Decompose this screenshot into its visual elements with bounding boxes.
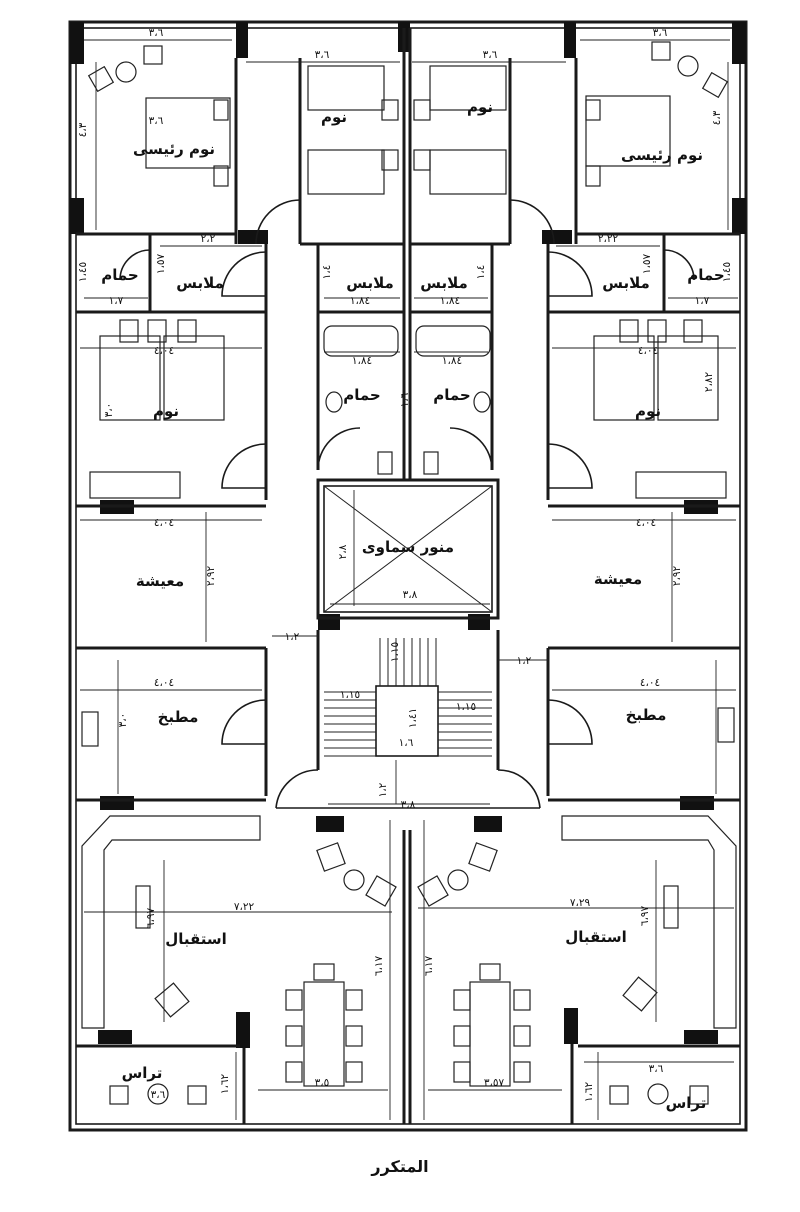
label-terrace-left: تراس	[122, 1064, 163, 1082]
label-closet-left: ملابس	[176, 274, 224, 292]
label-bathroom-center-right: حمام	[433, 386, 471, 404]
dimension-lines	[80, 39, 738, 1120]
dim-label: ١،٦	[399, 737, 414, 749]
room-labels: نوم رئيسى نوم رئيسى نوم نوم حمام ملابس م…	[101, 98, 725, 1112]
dim-label: ٤،٠٤	[636, 517, 656, 529]
dim-label: ١،٥٧	[641, 253, 653, 274]
label-living-right: معيشة	[594, 570, 642, 588]
dim-label: ٣،٦	[149, 27, 164, 39]
dim-label: ١،٧	[695, 295, 710, 307]
label-closet-right: ملابس	[602, 274, 650, 292]
dim-label: ١،٦	[399, 392, 411, 407]
label-closet-center-right: ملابس	[420, 274, 468, 292]
label-skylight: منور سماوى	[362, 538, 454, 556]
label-closet-center-left: ملابس	[346, 274, 394, 292]
label-reception-right: استقبال	[565, 928, 627, 946]
label-bathroom-center-left: حمام	[343, 386, 381, 404]
columns	[70, 22, 746, 1048]
dim-label: ٣،٦	[483, 49, 498, 61]
label-bathroom-right: حمام	[687, 266, 725, 284]
dim-label: ١،٧	[109, 295, 124, 307]
dim-label: ٣،٦	[649, 1063, 664, 1075]
dim-label: ١،٦٢	[583, 1081, 595, 1102]
dim-label: ١،٤	[321, 265, 333, 280]
dim-label: ١،١٥	[340, 689, 360, 701]
dim-label: ٣،٨	[403, 589, 418, 601]
dim-label: ٦،١٧	[373, 955, 385, 976]
dim-label: ١،١٥	[456, 701, 476, 713]
dim-label: ٢،٨	[337, 544, 349, 559]
label-bedroom-left: نوم	[153, 402, 179, 420]
dim-label: ١،٤٥	[77, 262, 89, 282]
dim-label: ٦،٩٧	[145, 907, 157, 928]
dim-label: ٤،٣	[711, 110, 723, 125]
dim-label: ١،٤	[475, 265, 487, 280]
dim-label: ٦،٩٧	[639, 905, 651, 926]
dim-label: ٣،٦	[653, 27, 668, 39]
dim-label: ٤،٠٤	[154, 517, 174, 529]
dim-label: ١،٤٥	[721, 262, 733, 282]
dim-label: ١،٨٤	[352, 355, 372, 367]
label-reception-left: استقبال	[165, 930, 227, 948]
label-terrace-right: تراس	[666, 1094, 707, 1112]
dim-label: ٧،٢٢	[234, 901, 255, 913]
label-kitchen-right: مطبخ	[626, 706, 667, 724]
dim-label: ٢،٨٢	[703, 371, 715, 392]
staircase	[275, 638, 541, 809]
dim-label: ١،٢	[517, 655, 532, 667]
dim-label: ٣،٨	[401, 799, 416, 811]
dim-label: ٣،٦	[315, 49, 330, 61]
dim-label: ٤،٣	[77, 122, 89, 137]
dim-label: ١،٨٤	[350, 295, 370, 307]
label-bathroom-left: حمام	[101, 266, 139, 284]
dim-label: ١،٢	[377, 782, 389, 797]
dim-label: ٦،١٧	[423, 955, 435, 976]
dim-label: ٣،٠	[103, 403, 115, 418]
interior-walls	[76, 28, 740, 1124]
label-living-left: معيشة	[136, 572, 184, 590]
furniture	[81, 41, 737, 1105]
dim-label: ١،١٥	[389, 642, 401, 662]
dim-label: ٢،٩٢	[671, 565, 683, 586]
dim-label: ٤،٠٤	[154, 345, 174, 357]
label-bedroom-right: نوم	[635, 402, 661, 420]
dim-label: ٤،٠٤	[154, 677, 174, 689]
dim-label: ١،٥٧	[155, 253, 167, 274]
dim-label: ١،٨٤	[442, 355, 462, 367]
dim-label: ٣،٥٧	[484, 1077, 505, 1089]
dim-label: ٣،٦	[149, 115, 164, 127]
dim-label: ١،٢	[285, 631, 300, 643]
label-kitchen-left: مطبخ	[158, 708, 199, 726]
dim-label: ٢،٩٢	[205, 565, 217, 586]
dim-label: ٢،٢٢	[598, 233, 619, 245]
plan-caption: المتكرر	[370, 1157, 428, 1176]
doors	[119, 199, 695, 745]
label-bedroom-center-left: نوم	[321, 108, 347, 126]
dim-label: ٣،٥	[315, 1077, 330, 1089]
dim-label: ٤،٠٤	[640, 677, 660, 689]
dim-label: ٢،٢	[201, 233, 216, 245]
label-master-bedroom-right: نوم رئيسى	[621, 146, 703, 164]
dim-label: ١،٨٤	[440, 295, 460, 307]
dimension-labels: ٣،٦ ٣،٦ ٣،٦ ٣،٦ ٣،٦ ٤،٣ ٤،٣ ٢،٢ ٢،٢٢ ١،٥…	[77, 27, 733, 1102]
dim-label: ٣،٠	[117, 713, 129, 728]
dim-label: ١،٤١	[407, 708, 419, 728]
label-bedroom-center-right: نوم	[467, 98, 493, 116]
dim-label: ٣،٦	[151, 1089, 166, 1101]
dim-label: ٤،٠٤	[638, 345, 658, 357]
dim-label: ٧،٢٩	[570, 897, 591, 909]
dim-label: ١،٦٢	[219, 1073, 231, 1094]
label-master-bedroom-left: نوم رئيسى	[133, 140, 215, 158]
